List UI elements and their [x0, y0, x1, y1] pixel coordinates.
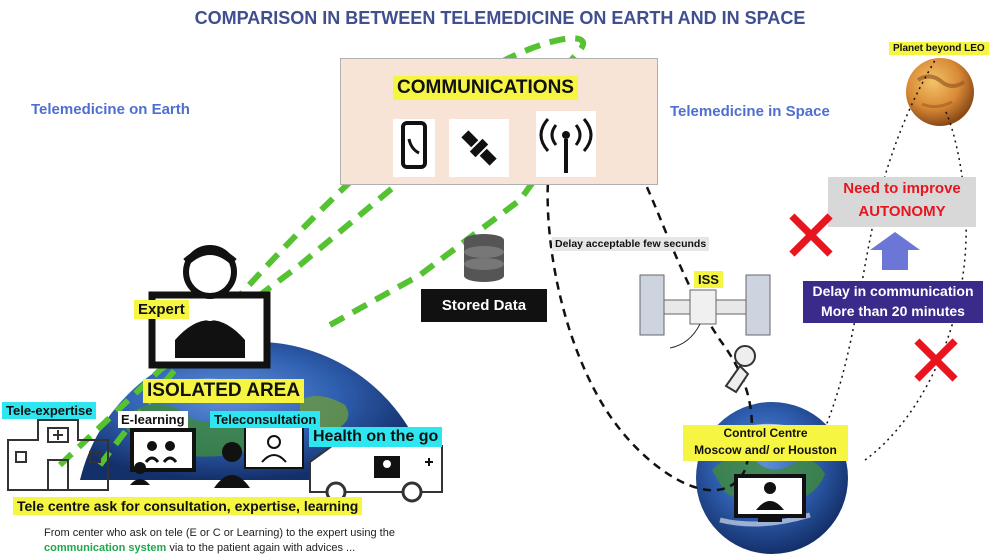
tele-expertise-label: Tele-expertise [2, 402, 97, 419]
planet-mars [906, 58, 974, 126]
red-x-mark-icon: ✕ [905, 319, 968, 405]
satellite-icon [449, 119, 509, 177]
earth-section-heading: Telemedicine on Earth [31, 101, 190, 118]
up-arrow-icon [870, 232, 920, 270]
control-centre-label: Control Centre Moscow and/ or Houston [683, 425, 848, 461]
footnote-line1: From center who ask on tele (E or C or L… [44, 527, 395, 539]
page-title: COMPARISON IN BETWEEN TELEMEDICINE ON EA… [194, 8, 806, 28]
tele-centre-label: Tele centre ask for consultation, expert… [13, 497, 363, 515]
communications-label: COMMUNICATIONS [393, 76, 578, 100]
antenna-icon [536, 111, 596, 177]
stored-data-label: Stored Data [421, 289, 547, 322]
ambulance-icon [309, 445, 443, 503]
isolated-area-label: ISOLATED AREA [143, 379, 305, 403]
delay-communication-box: Delay in communication More than 20 minu… [803, 281, 983, 323]
footnote-highlight: communication system [44, 542, 167, 554]
phone-icon [393, 119, 435, 177]
footnote: From center who ask on tele (E or C or L… [44, 526, 395, 556]
planet-loop-dotted [819, 59, 936, 441]
red-x-mark-icon: ✕ [780, 194, 843, 280]
e-learning-label: E-learning [118, 411, 188, 428]
control-centre-line1: Control Centre [723, 426, 808, 440]
astronaut-icon [724, 345, 756, 394]
delay-acceptable-label: Delay acceptable few secunds [552, 237, 710, 251]
need-autonomy-line2: AUTONOMY [858, 203, 946, 220]
control-monitor-icon [734, 474, 806, 522]
teleconsultation-label: Teleconsultation [210, 411, 321, 428]
hospital-icon [7, 419, 109, 491]
iss-icon [639, 274, 771, 349]
need-autonomy-box: Need to improve AUTONOMY [828, 177, 976, 227]
teleconsultation-icon [214, 425, 304, 488]
communications-box: COMMUNICATIONS [340, 58, 658, 185]
health-on-the-go-label: Health on the go [309, 427, 443, 447]
comm-loop-dashed [546, 94, 754, 492]
footnote-line2-rest: via to the patient again with advices ..… [166, 542, 356, 554]
space-section-heading: Telemedicine in Space [670, 103, 830, 120]
expert-monitor-icon [148, 245, 271, 369]
control-centre-line2: Moscow and/ or Houston [694, 443, 837, 457]
e-learning-icon [130, 428, 196, 485]
need-autonomy-line1: Need to improve [843, 180, 961, 197]
database-icon [464, 234, 504, 282]
iss-label: ISS [694, 271, 723, 288]
delay-line1: Delay in communication [812, 283, 974, 299]
footnote-line2: communication system via to the patient … [44, 541, 395, 556]
expert-label: Expert [134, 300, 189, 319]
delay-line2: More than 20 minutes [821, 303, 965, 319]
planet-label: Planet beyond LEO [889, 42, 989, 55]
